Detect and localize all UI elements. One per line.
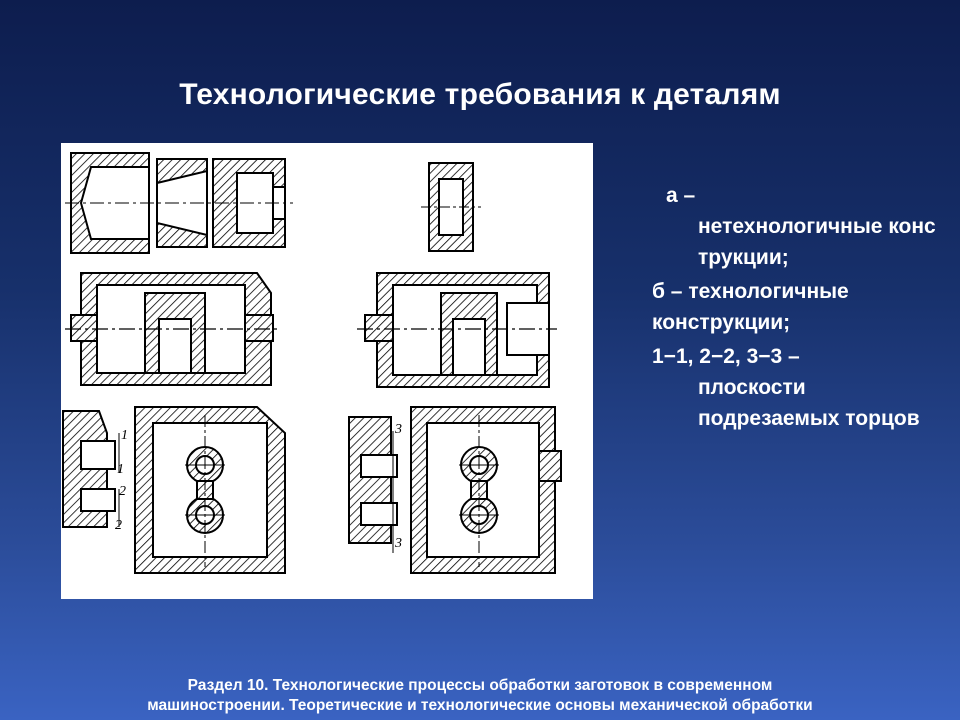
- section-label: 3: [394, 422, 402, 437]
- legend-key: 1−1, 2−2, 3−3 –: [652, 345, 800, 368]
- legend-text: плоскости подрезаемых торцов: [698, 376, 920, 430]
- section-label: 1: [121, 428, 128, 443]
- section-label: 1: [117, 462, 124, 477]
- small-part-left: [62, 410, 116, 528]
- technical-drawing: 1 1 2 2 3 3: [61, 143, 593, 599]
- footer-line-1: Раздел 10. Технологические процессы обра…: [187, 677, 773, 694]
- housing-part-c: [134, 406, 286, 574]
- section-label: 2: [115, 518, 122, 533]
- legend-key: а –: [666, 184, 696, 207]
- legend: а – нетехнологичные конструкции; б – тех…: [652, 180, 942, 437]
- legend-item-planes: 1−1, 2−2, 3−3 – плоскости подрезаемых то…: [652, 341, 942, 434]
- section-label: 3: [394, 536, 402, 551]
- small-part-right: [348, 416, 398, 544]
- slide-title: Технологические требования к деталям: [179, 78, 781, 111]
- footer-line-2: машиностроении. Теоретические и технолог…: [147, 697, 813, 714]
- legend-key: б –: [652, 280, 683, 303]
- legend-item-a: а – нетехнологичные конструкции;: [652, 180, 942, 273]
- section-label: 2: [119, 484, 126, 499]
- legend-text: нетехнологичные конструкции;: [698, 215, 936, 269]
- legend-item-b: б – технологичные конструкции;: [652, 276, 942, 338]
- legend-text: технологичные конструкции;: [652, 280, 849, 334]
- bushing-part-2: [156, 158, 208, 248]
- housing-part-d: [410, 406, 562, 574]
- footer: Раздел 10. Технологические процессы обра…: [0, 676, 960, 716]
- bushing-part-4: [428, 162, 474, 252]
- housing-part-b: [364, 272, 550, 388]
